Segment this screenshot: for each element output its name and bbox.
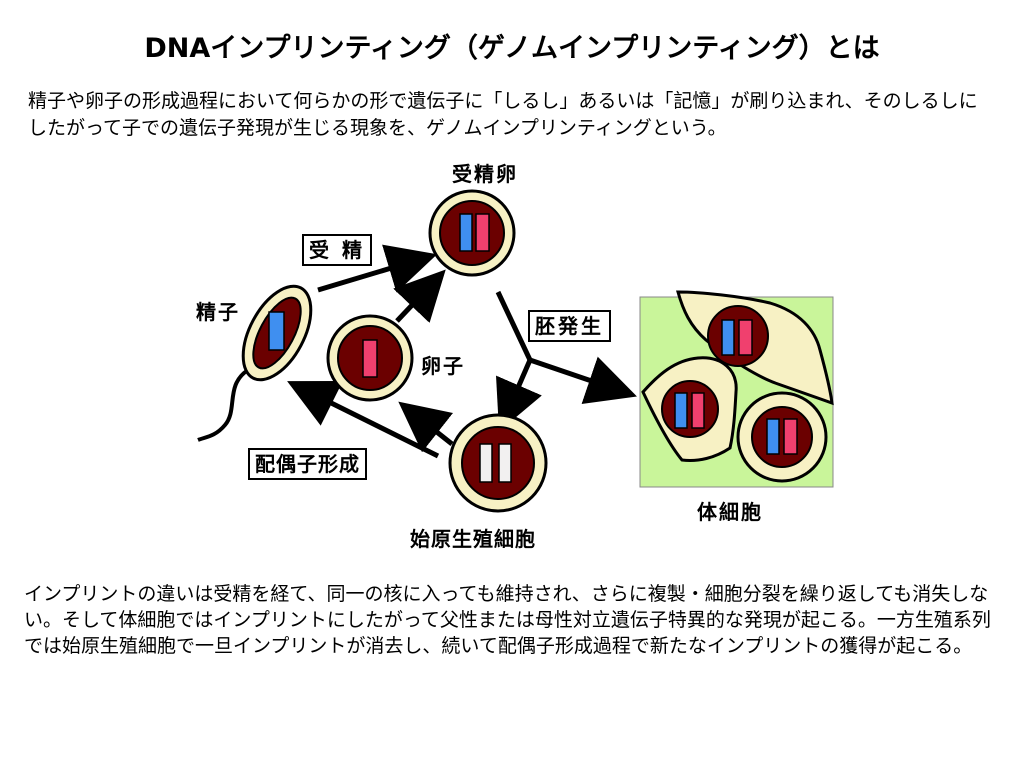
page-title: DNAインプリンティング（ゲノムインプリンティング）とは xyxy=(144,33,880,64)
primordial-germ-cell xyxy=(448,413,548,513)
primordial-label: 始原生殖細胞 xyxy=(410,527,536,551)
somatic-cell-left xyxy=(641,356,738,462)
zygote-label: 受精卵 xyxy=(452,162,518,186)
sperm-tail xyxy=(197,368,250,442)
arrow-egg-to-zygote xyxy=(393,269,446,323)
fertilization-box: 受 精 xyxy=(302,234,372,266)
primordial-erased-chromosome-1 xyxy=(479,443,493,483)
sperm-label: 精子 xyxy=(196,300,240,324)
sperm-paternal-chromosome xyxy=(268,311,285,351)
somatic-left-paternal xyxy=(674,392,688,429)
somatic-right-paternal xyxy=(766,418,780,455)
primordial-erased-chromosome-2 xyxy=(498,443,512,483)
somatic-right-maternal xyxy=(783,418,798,455)
arrows xyxy=(287,244,637,459)
somatic-cell-top xyxy=(676,290,834,406)
arrow-to-primordial xyxy=(496,359,542,432)
somatic-left-maternal xyxy=(691,392,705,429)
arrow-sperm-to-zygote xyxy=(317,244,438,293)
gametogenesis-box: 配偶子形成 xyxy=(248,448,367,480)
embryogenesis-box: 胚発生 xyxy=(528,310,611,342)
intro-paragraph: 精子や卵子の形成過程において何らかの形で遺伝子に「しるし」あるいは「記憶」が刷り… xyxy=(28,90,978,139)
arrow-zygote-branch xyxy=(495,290,533,362)
zygote-paternal-chromosome xyxy=(459,213,473,252)
outro-paragraph: インプリントの違いは受精を経て、同一の核に入っても維持され、さらに複製・細胞分裂… xyxy=(24,583,991,657)
egg-maternal-chromosome xyxy=(362,339,378,378)
somatic-top-paternal xyxy=(721,319,735,356)
zygote-maternal-chromosome xyxy=(475,213,490,252)
egg-label: 卵子 xyxy=(421,354,465,378)
somatic-top-maternal xyxy=(738,319,753,356)
somatic-label: 体細胞 xyxy=(697,500,763,524)
arrow-primordial-to-egg xyxy=(398,401,454,453)
somatic-cell-right xyxy=(736,391,828,483)
egg-cell xyxy=(326,314,414,402)
zygote-cell xyxy=(428,189,516,277)
sperm-cell xyxy=(197,284,313,442)
arrow-primordial-to-sperm xyxy=(287,380,440,459)
arrow-to-somatic xyxy=(529,356,637,404)
